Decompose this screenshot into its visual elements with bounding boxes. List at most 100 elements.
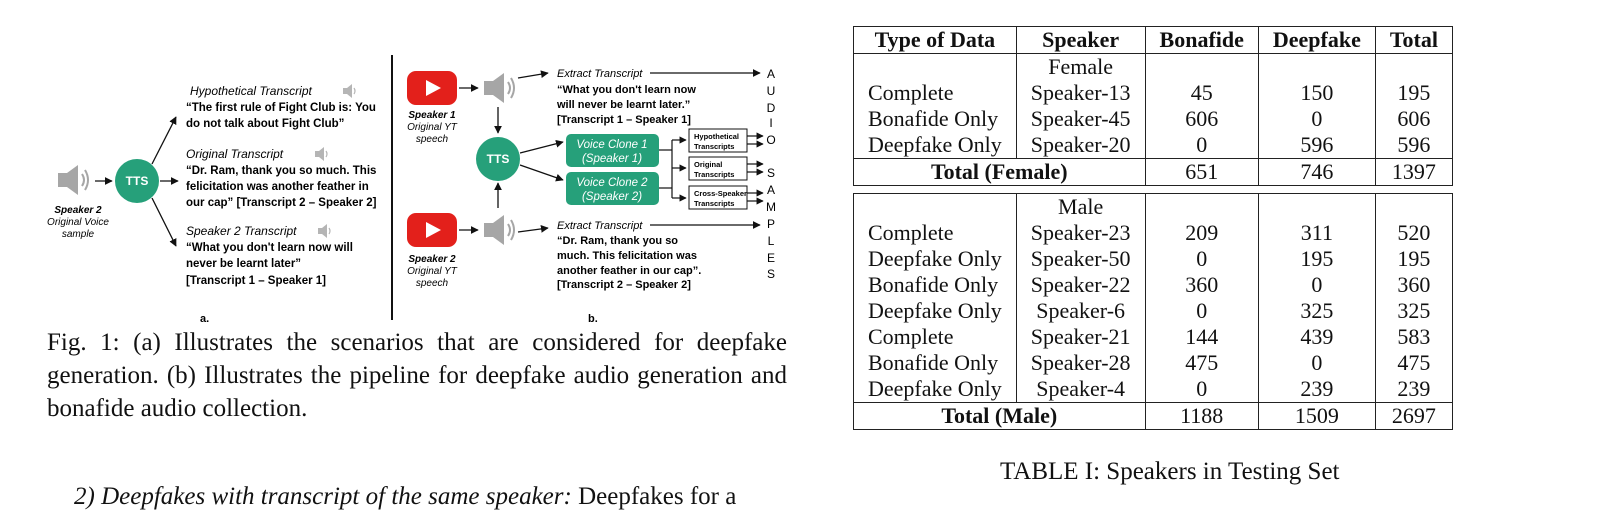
svg-text:Hypothetical Transcript: Hypothetical Transcript [190, 84, 312, 98]
header-deepfake: Deepfake [1257, 26, 1376, 54]
svg-text:E: E [767, 251, 775, 265]
svg-text:“What you don't learn now will: “What you don't learn now will [186, 242, 353, 254]
svg-text:sample: sample [62, 229, 95, 240]
tts-node [476, 137, 520, 181]
table-row: Complete Speaker-13 45 150 195 [853, 80, 1453, 106]
svg-text:[Transcript 2 – Speaker 2]: [Transcript 2 – Speaker 2] [557, 279, 691, 291]
svg-text:[Transcript 1 – Speaker 1]: [Transcript 1 – Speaker 1] [186, 275, 326, 287]
total-row-female: Total (Female) 651 746 1397 [853, 158, 1453, 186]
section-text: Deepfakes for a [578, 483, 737, 510]
svg-text:Original Transcript: Original Transcript [186, 147, 284, 161]
svg-text:Hypothetical: Hypothetical [694, 132, 739, 141]
figure-diagram: Speaker 2 Original Voice sample TTS Hypo… [47, 55, 776, 325]
svg-text:TTS: TTS [487, 152, 510, 166]
female-section-label: Female [1015, 53, 1146, 80]
speaker-icon [483, 214, 515, 246]
svg-text:Extract Transcript: Extract Transcript [557, 68, 643, 80]
svg-text:Transcripts: Transcripts [694, 142, 734, 151]
youtube-icon [407, 71, 457, 105]
speaker-icon [342, 83, 356, 99]
svg-text:S: S [767, 267, 775, 281]
table-row: Deepfake Only Speaker-20 0 596 596 [853, 132, 1453, 159]
header-type-of-data: Type of Data [853, 26, 1017, 54]
panel-b-label: b. [588, 313, 598, 325]
extract-transcript-1: Extract Transcript “What you don't learn… [556, 68, 761, 126]
panel-a: Speaker 2 Original Voice sample TTS Hypo… [47, 83, 377, 325]
voice-clone-1-box [566, 134, 659, 167]
tts-node [115, 159, 159, 203]
youtube-icon [407, 213, 457, 247]
table-caption: TABLE I: Speakers in Testing Set [1000, 458, 1340, 485]
table-row: Deepfake Only Speaker-4 0 239 239 [853, 376, 1453, 403]
svg-text:“Dr. Ram, thank you so much. T: “Dr. Ram, thank you so much. This [186, 165, 376, 177]
voice-clone-2-box [566, 172, 659, 205]
panel-a-label: a. [200, 313, 209, 325]
svg-text:I: I [769, 116, 772, 130]
svg-text:“Dr. Ram, thank you so: “Dr. Ram, thank you so [557, 235, 678, 247]
svg-text:Original Voice: Original Voice [47, 217, 109, 228]
svg-text:Voice Clone 1: Voice Clone 1 [576, 139, 647, 151]
svg-text:Original: Original [694, 160, 722, 169]
svg-text:TTS: TTS [126, 174, 149, 188]
svg-text:D: D [767, 101, 776, 115]
table-row: Bonafide Only Speaker-28 475 0 475 [853, 350, 1453, 376]
svg-text:“What you don't learn now: “What you don't learn now [557, 84, 696, 96]
speaker-icon [314, 146, 328, 162]
svg-text:U: U [767, 84, 776, 98]
table-row: Bonafide Only Speaker-22 360 0 360 [853, 272, 1453, 298]
section-row-female: Female [853, 53, 1453, 80]
speaker-2-transcript: Speaker 2 Transcript “What you don't lea… [186, 223, 353, 287]
svg-text:(Speaker 1): (Speaker 1) [582, 153, 642, 165]
svg-text:“The first rule of Fight Club: “The first rule of Fight Club is: You [186, 102, 376, 114]
header-speaker: Speaker [1015, 26, 1146, 54]
svg-text:A: A [767, 183, 775, 197]
svg-text:S: S [767, 166, 775, 180]
speaker-icon [317, 223, 331, 239]
audio-samples-vertical-label: A U D I O S A M P L E S [766, 67, 776, 281]
table-row: Deepfake Only Speaker-6 0 325 325 [853, 298, 1453, 324]
speaker-2-label: Speaker 2 [54, 205, 102, 216]
svg-text:(Speaker 2): (Speaker 2) [582, 191, 642, 203]
speaker-icon [57, 164, 89, 196]
section-number: 2) [74, 483, 95, 510]
section-paragraph: 2) Deepfakes with transcript of the same… [74, 480, 794, 513]
svg-text:speech: speech [416, 278, 449, 289]
cross-speaker-transcripts-box [688, 185, 748, 210]
svg-text:Cross-Speaker: Cross-Speaker [694, 189, 747, 198]
section-row-male: Male [853, 193, 1453, 220]
figure-caption: Fig. 1: (a) Illustrates the scenarios th… [47, 329, 787, 422]
header-bonafide: Bonafide [1144, 26, 1259, 54]
svg-text:do not talk about Fight Club”: do not talk about Fight Club” [186, 118, 344, 130]
header-total: Total [1374, 26, 1453, 54]
svg-text:another feather in our cap”.: another feather in our cap”. [557, 265, 701, 277]
svg-text:felicitation was another feath: felicitation was another feather in [186, 181, 369, 193]
svg-text:Voice Clone 2: Voice Clone 2 [576, 177, 648, 189]
hypothetical-transcripts-box [688, 128, 748, 153]
svg-text:speech: speech [416, 134, 449, 145]
svg-text:A: A [767, 67, 775, 81]
svg-text:our cap” [Transcript 2 – Speak: our cap” [Transcript 2 – Speaker 2] [186, 197, 377, 209]
svg-text:Original YT: Original YT [407, 266, 458, 277]
svg-text:Extract Transcript: Extract Transcript [557, 220, 643, 232]
table-row: Bonafide Only Speaker-45 606 0 606 [853, 106, 1453, 132]
male-section-label: Male [1015, 193, 1146, 220]
svg-text:never be learnt later”: never be learnt later” [186, 258, 301, 270]
original-transcript: Original Transcript “Dr. Ram, thank you … [186, 146, 377, 209]
table-row: Deepfake Only Speaker-50 0 195 195 [853, 246, 1453, 272]
speaker-icon [483, 72, 515, 104]
hypothetical-transcript: Hypothetical Transcript “The first rule … [186, 83, 376, 130]
section-heading: Deepfakes with transcript of the same sp… [101, 483, 572, 510]
table-row: Complete Speaker-23 209 311 520 [853, 220, 1453, 246]
svg-text:Transcripts: Transcripts [694, 170, 734, 179]
table-header-row: Type of Data Speaker Bonafide Deepfake T… [853, 26, 1453, 54]
svg-text:Original YT: Original YT [407, 122, 458, 133]
svg-text:M: M [766, 200, 776, 214]
svg-text:much. This felicitation was: much. This felicitation was [557, 250, 697, 262]
svg-text:L: L [768, 234, 775, 248]
svg-text:Transcripts: Transcripts [694, 199, 734, 208]
svg-text:[Transcript 1 – Speaker 1]: [Transcript 1 – Speaker 1] [557, 114, 691, 126]
original-transcripts-box [688, 156, 748, 181]
svg-text:O: O [766, 133, 775, 147]
panel-b: Speaker 1 Original YT speech Speaker 2 O… [407, 67, 776, 325]
svg-text:Speaker 1: Speaker 1 [408, 110, 456, 121]
